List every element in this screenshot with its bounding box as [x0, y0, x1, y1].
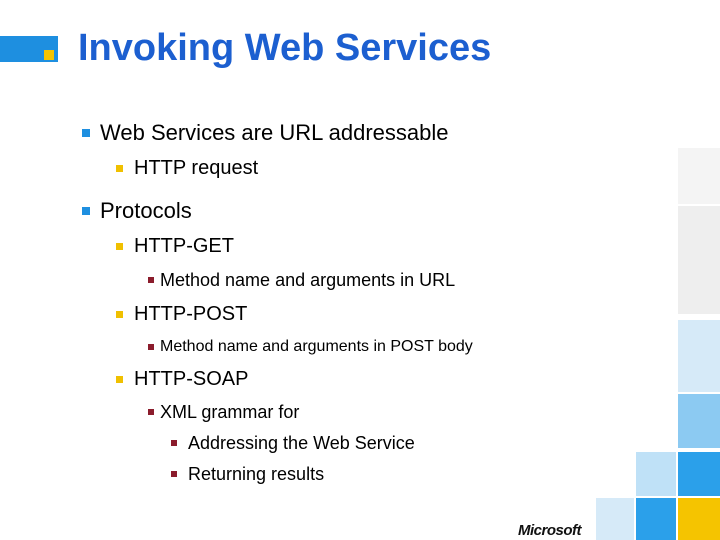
bullet-text: Method name and arguments in POST body	[160, 338, 473, 355]
decor-tile	[678, 320, 720, 392]
bullet-item: Method name and arguments in POST body	[148, 337, 473, 357]
square-bullet-icon	[82, 129, 90, 137]
bullet-item: Addressing the Web Service	[171, 432, 415, 454]
square-bullet-icon	[116, 376, 123, 383]
square-bullet-icon	[171, 471, 177, 477]
bullet-text: Returning results	[188, 464, 325, 484]
bullet-text: HTTP-POST	[134, 303, 248, 325]
bullet-item: HTTP-GET	[116, 234, 234, 258]
bullet-text: Addressing the Web Service	[188, 433, 415, 453]
decor-tile	[596, 498, 634, 540]
bullet-text: HTTP-GET	[134, 235, 234, 257]
bullet-text: XML grammar for	[160, 402, 300, 422]
square-bullet-icon	[148, 344, 154, 350]
decor-tile	[636, 452, 676, 496]
bullet-text: Protocols	[100, 198, 192, 223]
decor-tile	[678, 394, 720, 448]
bullet-item: HTTP-POST	[116, 302, 248, 326]
square-bullet-icon	[148, 277, 154, 283]
square-bullet-icon	[116, 311, 123, 318]
bullet-item: Method name and arguments in URL	[148, 269, 456, 291]
decor-tile	[678, 148, 720, 204]
bullet-item: HTTP-SOAP	[116, 367, 249, 391]
bullet-text: HTTP request	[134, 157, 259, 179]
bullet-text: Web Services are URL addressable	[100, 120, 449, 145]
title-accent-square	[44, 50, 54, 60]
square-bullet-icon	[82, 207, 90, 215]
bullet-item: Protocols	[82, 198, 192, 224]
decor-tile	[636, 498, 676, 540]
microsoft-logo: Microsoft	[518, 522, 582, 539]
square-bullet-icon	[171, 440, 177, 446]
bullet-item: HTTP request	[116, 156, 259, 180]
bullet-item: Web Services are URL addressable	[82, 120, 449, 146]
square-bullet-icon	[116, 165, 123, 172]
bullet-item: Returning results	[171, 463, 325, 485]
decor-tile	[678, 452, 720, 496]
square-bullet-icon	[116, 243, 123, 250]
decor-tile	[678, 498, 720, 540]
decor-tile	[678, 206, 720, 314]
bullet-text: HTTP-SOAP	[134, 368, 249, 390]
slide-title: Invoking Web Services	[78, 27, 492, 69]
bullet-item: XML grammar for	[148, 401, 300, 423]
bullet-text: Method name and arguments in URL	[160, 270, 456, 290]
square-bullet-icon	[148, 409, 154, 415]
